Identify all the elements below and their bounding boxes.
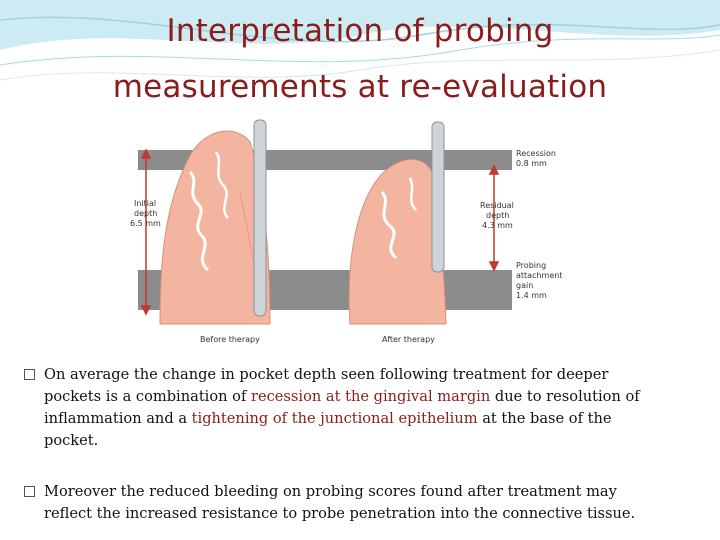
label-gain-value: 1.4 mm xyxy=(516,291,547,300)
bullet-1-highlight-b: tightening of the junctional epithelium xyxy=(191,410,478,427)
probe-before xyxy=(253,119,267,317)
label-residual-depth: depth xyxy=(486,211,509,220)
label-recession-value: 0.8 mm xyxy=(516,159,547,168)
bullet-1-text-a: On average the change in pocket depth se… xyxy=(44,366,609,405)
label-attachment: attachment xyxy=(516,271,562,280)
initial-depth-arrow xyxy=(140,148,152,316)
label-depth: depth xyxy=(134,209,157,218)
caption-before: Before therapy xyxy=(200,335,260,344)
bullet-checkbox-icon xyxy=(24,486,35,497)
slide-title-line-2: measurements at re-evaluation xyxy=(112,69,608,105)
probing-diagram: Initial depth 6.5 mm Recession 0.8 mm Re… xyxy=(120,112,580,348)
label-probing: Probing xyxy=(516,261,546,270)
bullet-item-2: Moreover the reduced bleeding on probing… xyxy=(24,481,664,525)
caption-after: After therapy xyxy=(382,335,435,344)
label-gain: gain xyxy=(516,281,533,290)
label-initial: Initial xyxy=(134,199,156,208)
probe-after xyxy=(431,121,445,273)
bullet-1-highlight-a: recession at the gingival margin xyxy=(251,388,491,405)
residual-depth-arrow xyxy=(488,164,500,272)
label-initial-value: 6.5 mm xyxy=(130,219,161,228)
slide-title-line-1: Interpretation of probing xyxy=(166,13,554,49)
bullet-1-text-b: due to resolution of inflammation and a xyxy=(44,388,640,427)
bullet-item-1: On average the change in pocket depth se… xyxy=(24,364,664,452)
bullet-1-text-c: at the base of the pocket. xyxy=(44,410,612,449)
label-residual-value: 4.3 mm xyxy=(482,221,513,230)
bullet-2-text-a: Moreover the reduced bleeding on probing… xyxy=(44,483,636,522)
label-recession: Recession xyxy=(516,149,556,158)
bullet-checkbox-icon xyxy=(24,369,35,380)
label-residual: Residual xyxy=(480,201,514,210)
